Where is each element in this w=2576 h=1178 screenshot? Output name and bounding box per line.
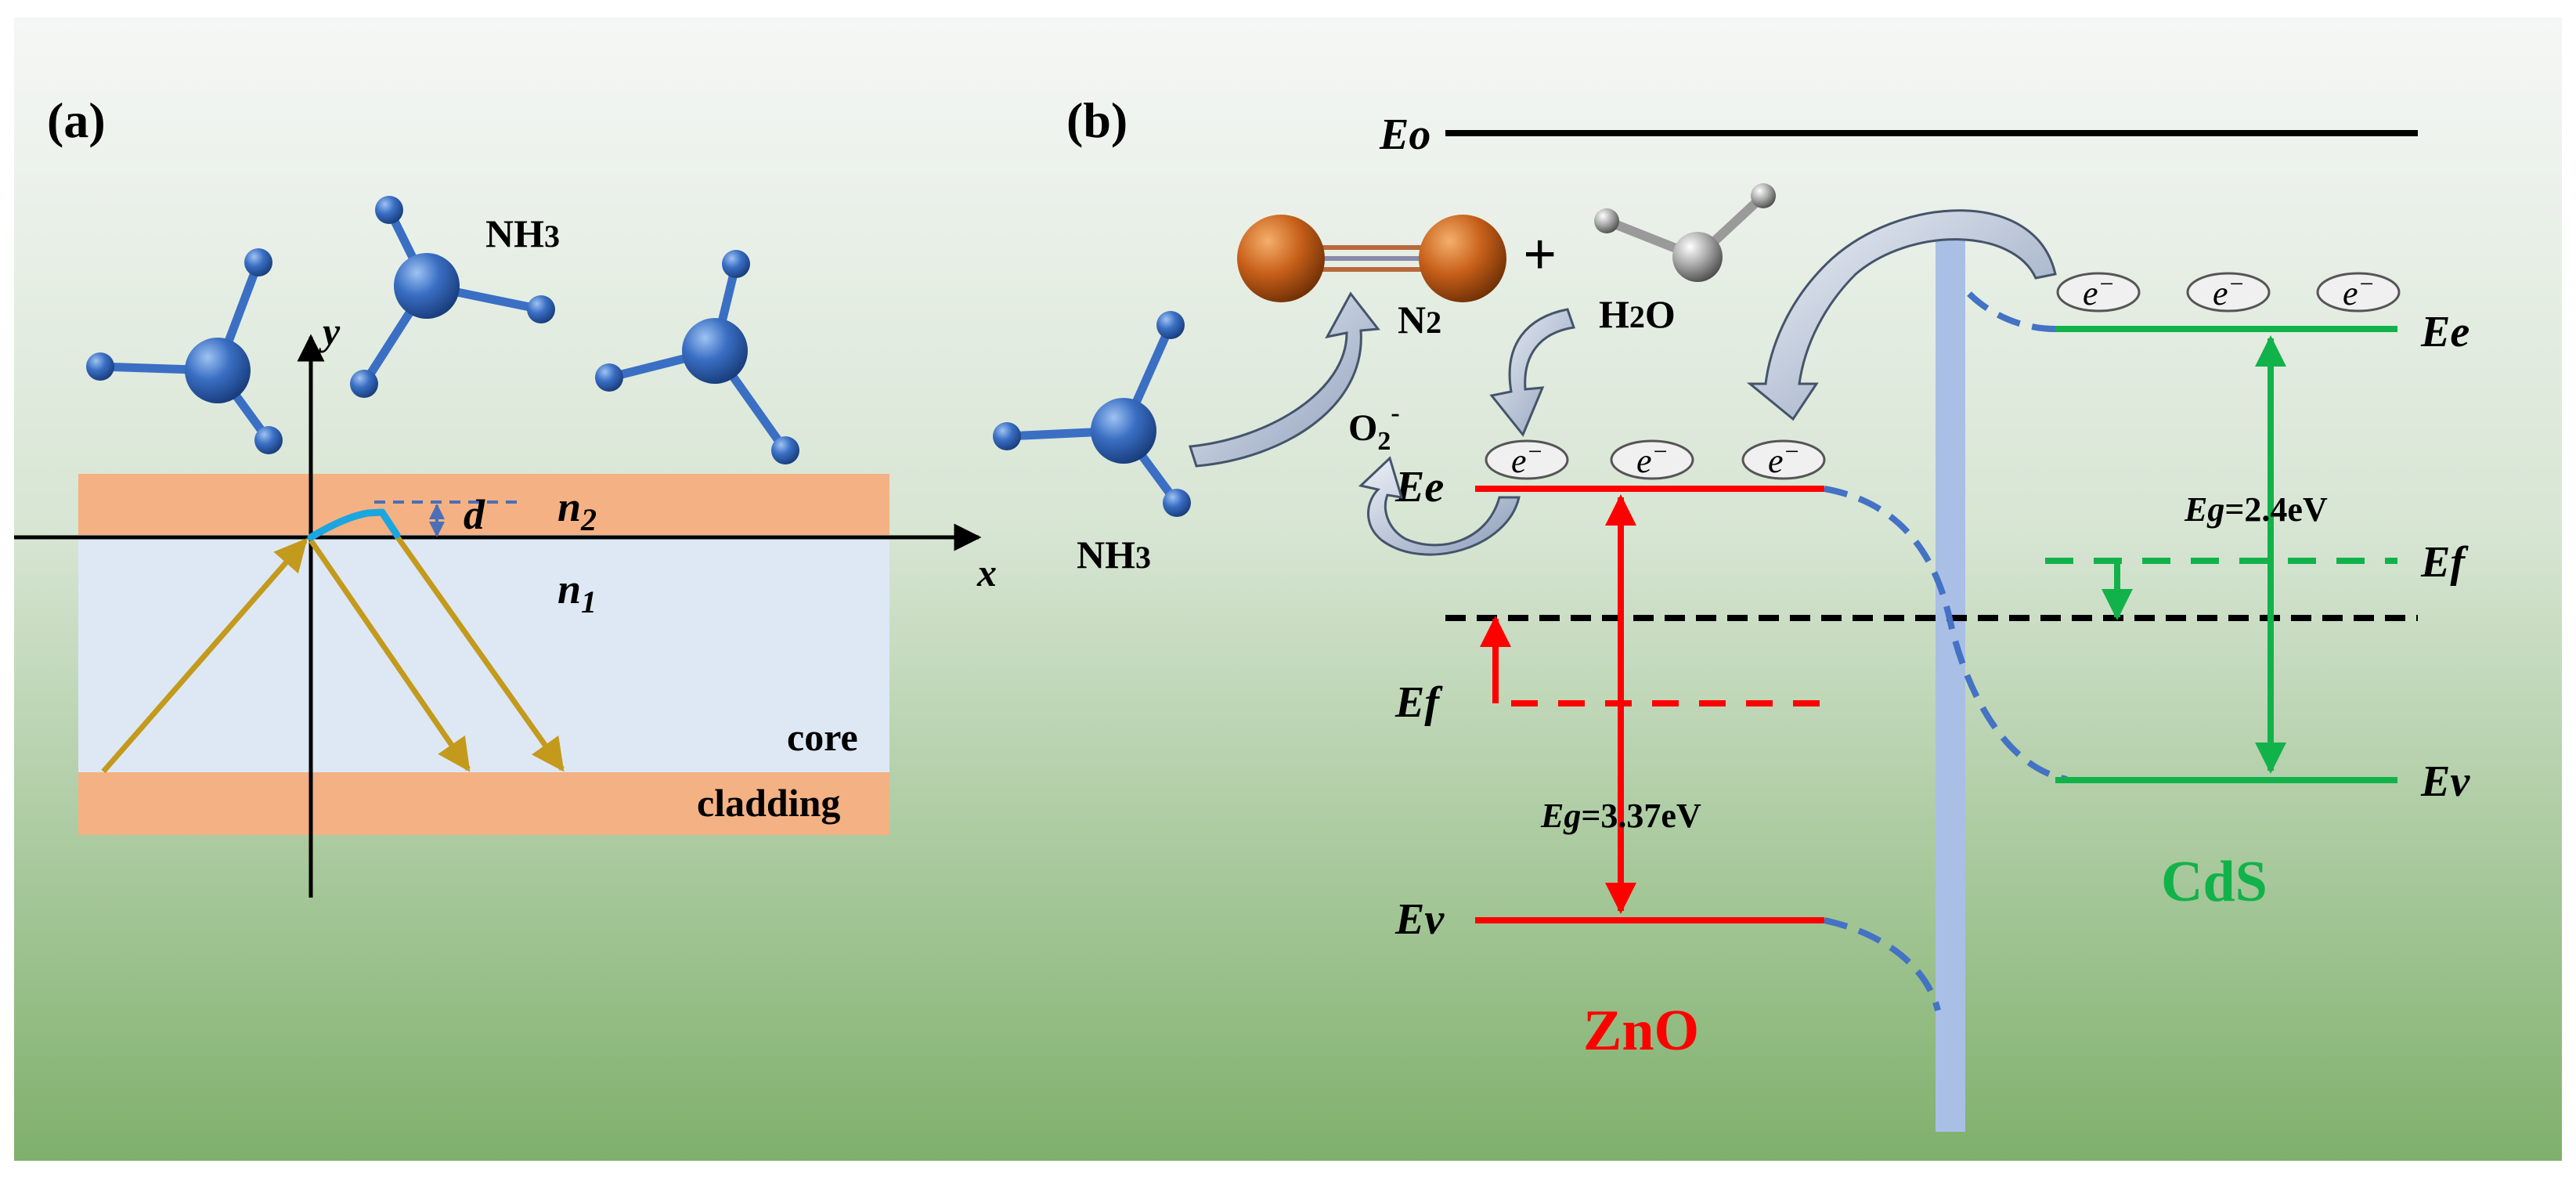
eo-label: Eo: [1379, 110, 1431, 159]
svg-text:e−: e−: [1636, 437, 1669, 480]
nh3-molecule-left: [86, 248, 283, 454]
zno-valence-bending: [1824, 917, 1941, 1011]
panel-b: (b) Eo Eg=3.37eV Ee Ef Ev ZnO Eg=2.4eV E…: [993, 92, 2470, 1132]
nh3-label-a: NH3: [485, 211, 560, 255]
electron-transfer-arrow: [1746, 209, 2057, 421]
cladding-bottom-layer: [78, 772, 889, 835]
cds-conduction-bending: [1967, 291, 2056, 332]
cladding-label: cladding: [697, 781, 840, 825]
plus-sign: +: [1523, 222, 1557, 287]
reflected-ray-2: [393, 532, 565, 772]
zno-electrons: e− e− e−: [1485, 437, 1826, 480]
core-layer: [78, 535, 889, 772]
zno-bandgap-label: Eg=3.37eV: [1540, 797, 1701, 835]
evanescent-path: [307, 508, 401, 541]
penetration-depth-label: d: [464, 491, 485, 538]
n2-label: N2: [1398, 298, 1441, 341]
electron: e−: [1741, 437, 1826, 480]
cds-name: CdS: [2161, 850, 2268, 914]
panel-b-label: (b): [1066, 92, 1127, 148]
svg-text:e−: e−: [2343, 269, 2375, 313]
zno-name: ZnO: [1583, 999, 1699, 1063]
o2-radical-label: O2-: [1348, 399, 1400, 456]
electron: e−: [2186, 269, 2271, 313]
nh3-molecule-center: [350, 196, 555, 398]
core-label: core: [787, 715, 858, 759]
h2o-formation-arrow: [1489, 308, 1576, 437]
cds-electrons: e− e− e−: [2056, 269, 2401, 313]
h2o-label: H2O: [1599, 292, 1676, 336]
svg-text:e−: e−: [2213, 269, 2245, 313]
cds-ef-label: Ef: [2420, 538, 2469, 587]
zno-ef-label: Ef: [1394, 678, 1443, 727]
panel-a-label: (a): [47, 92, 106, 148]
incident-ray: [101, 537, 308, 774]
reflected-ray-1: [308, 539, 471, 772]
electron: e−: [2056, 269, 2141, 313]
cds-ee-label: Ee: [2420, 308, 2470, 356]
nh3-label-b: NH3: [1077, 533, 1151, 576]
electron: e−: [1485, 437, 1569, 480]
h2o-molecule: [1594, 183, 1776, 282]
zno-ev-label: Ev: [1394, 895, 1445, 944]
n2-molecule: [1237, 215, 1506, 302]
cds-ev-label: Ev: [2420, 757, 2470, 806]
svg-text:e−: e−: [1511, 437, 1543, 480]
n2-label: n2: [557, 483, 597, 537]
electron: e−: [1610, 437, 1694, 480]
cladding-top-layer: [78, 474, 889, 535]
nh3-to-n2-arrow: [1189, 291, 1380, 468]
svg-text:e−: e−: [2083, 269, 2115, 313]
n1-label: n1: [557, 566, 597, 620]
nh3-molecule-right: [595, 250, 799, 464]
svg-text:e−: e−: [1768, 437, 1800, 480]
cds-bandgap-label: Eg=2.4eV: [2184, 490, 2328, 529]
panel-a: (a) x y d n2 n1 core cladding: [14, 92, 997, 898]
heterojunction-interface: [1936, 239, 1965, 1132]
zno-conduction-bending: [1824, 486, 2068, 782]
y-axis-label: y: [319, 309, 341, 353]
nh3-molecule-b: [993, 311, 1191, 517]
zno-ee-label: Ee: [1394, 463, 1444, 511]
o2-reduction-arrow: [1358, 456, 1521, 556]
x-axis-label: x: [976, 551, 997, 594]
electron: e−: [2316, 269, 2401, 313]
